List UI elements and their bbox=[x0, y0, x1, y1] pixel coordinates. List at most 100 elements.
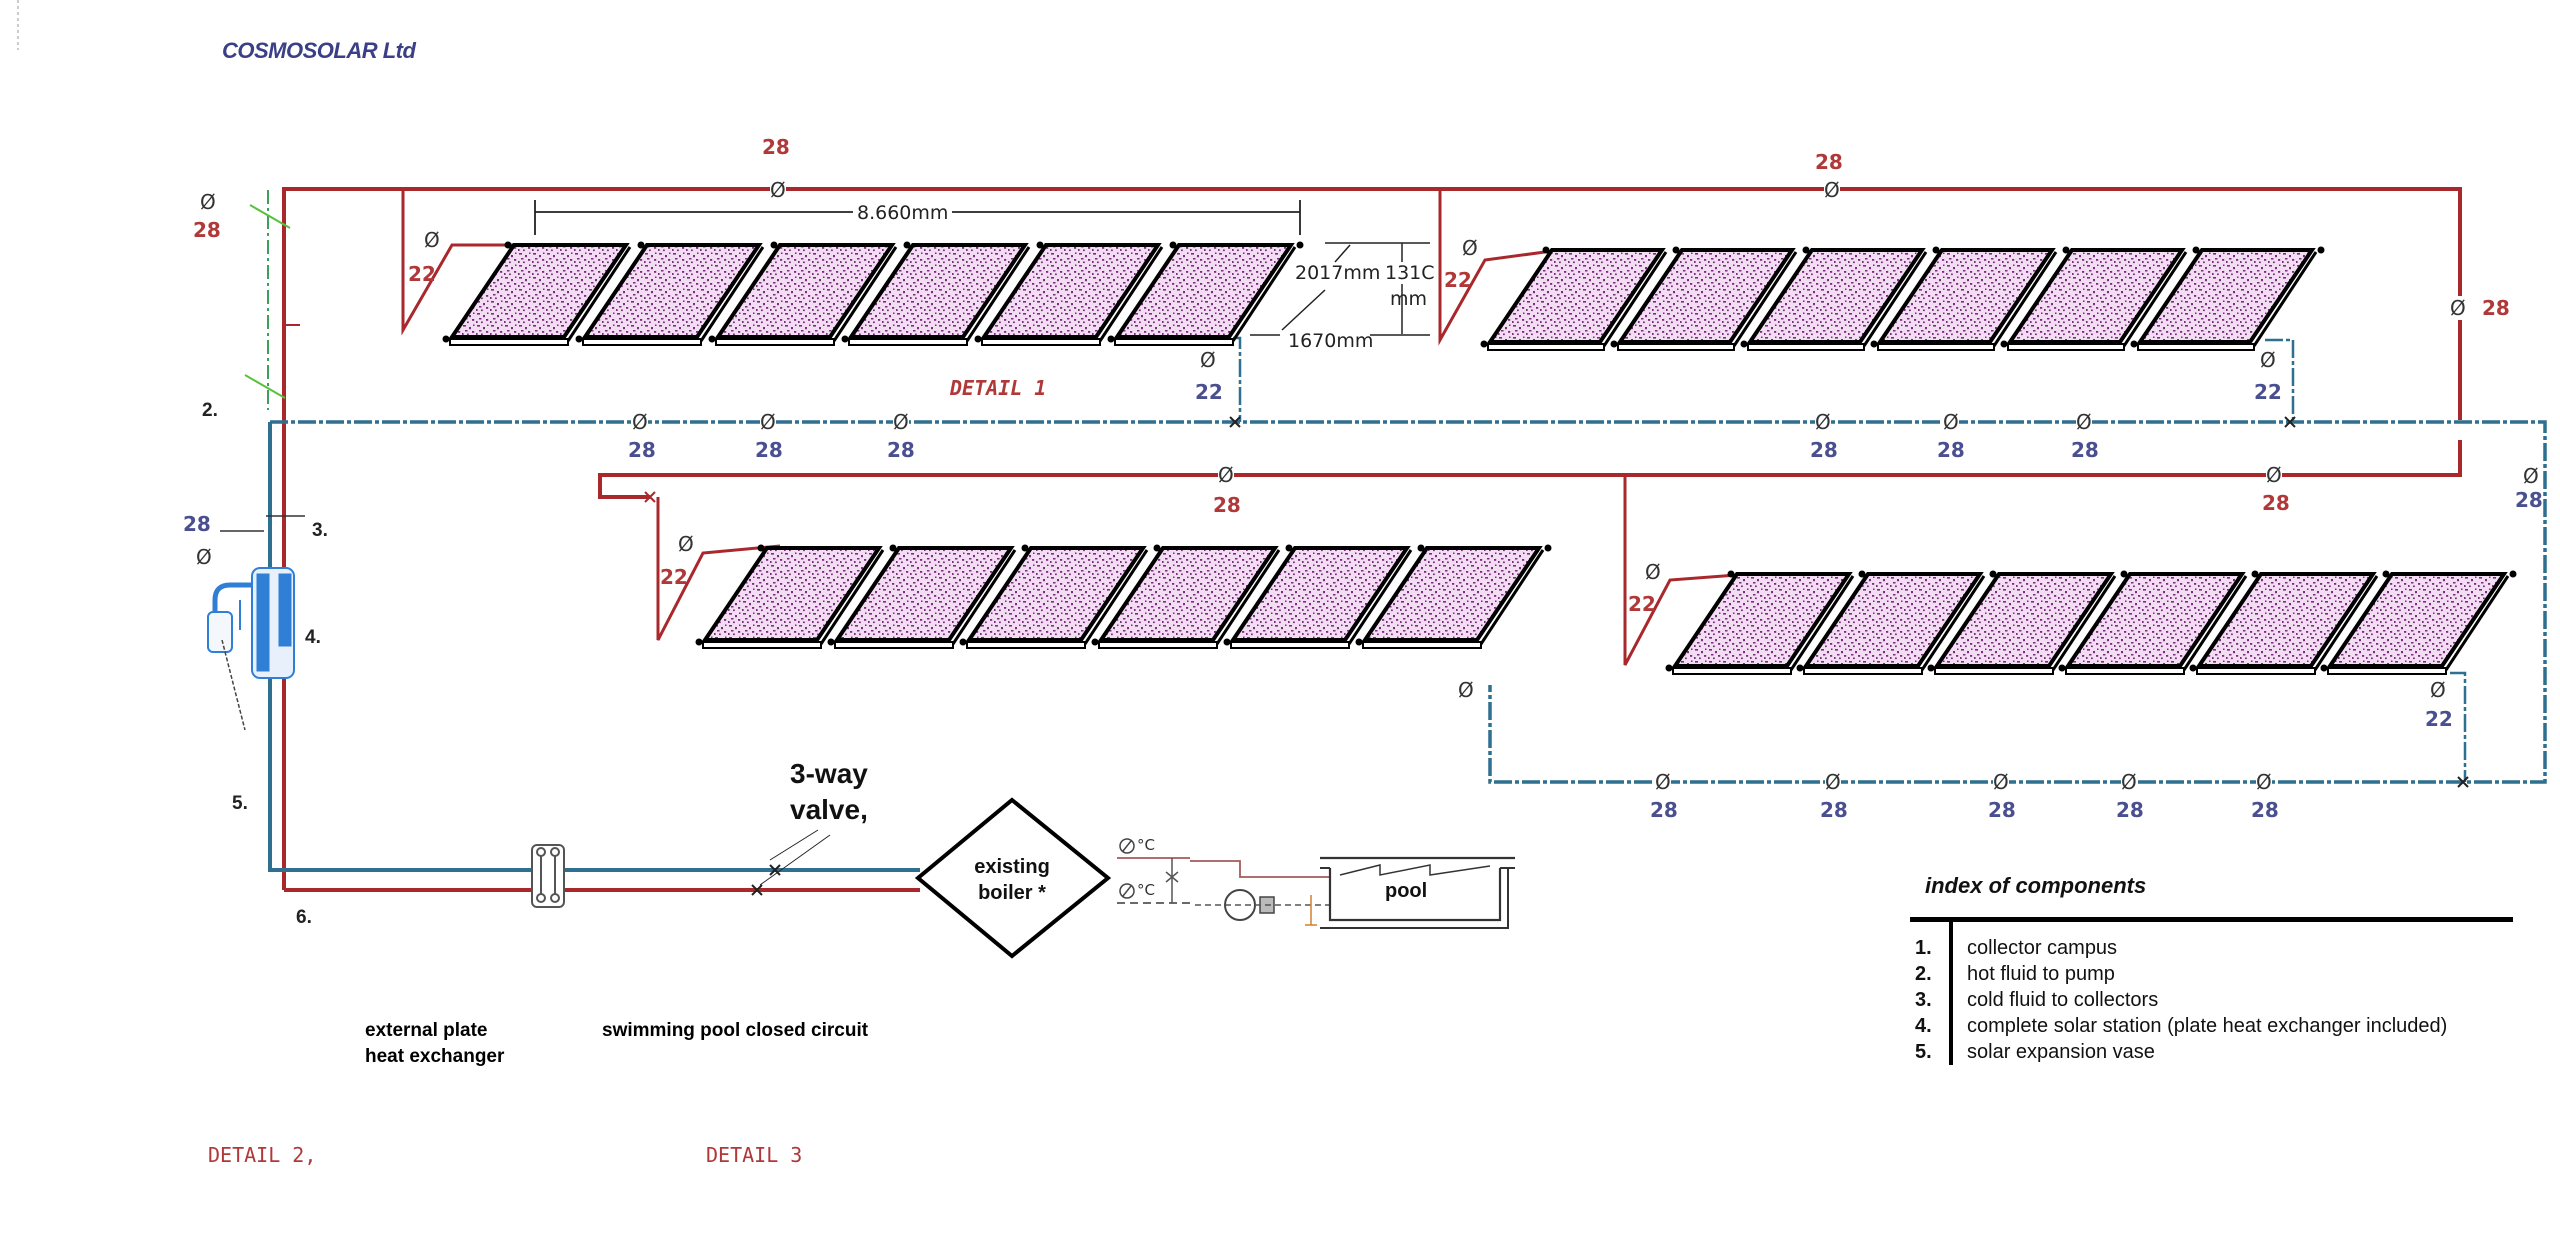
plate-heat-exchanger-icon bbox=[531, 844, 565, 908]
panel-edge bbox=[2182, 575, 2248, 671]
collector-array-bottom-right bbox=[1665, 570, 2517, 675]
pipe-label-mid-red-left: 28 bbox=[1213, 493, 1241, 517]
panel-edge bbox=[1732, 251, 1798, 347]
panel-connector bbox=[1802, 246, 1810, 254]
panel-base-rail bbox=[582, 338, 702, 346]
pipe-label-blue-top: 28 bbox=[1937, 438, 1965, 462]
company-name: COSMOSOLAR Ltd bbox=[222, 38, 416, 63]
pipe-label-branch-bottom-right: 22 bbox=[1628, 592, 1656, 616]
index-list: 1.collector campus 2.hot fluid to pump 3… bbox=[1915, 935, 2447, 1065]
pipe-label-right-riser: 28 bbox=[2482, 296, 2510, 320]
panel-connector bbox=[1932, 246, 1940, 254]
panel-connector bbox=[708, 335, 716, 343]
panel-connector bbox=[2317, 246, 2325, 254]
pipe-label-top-left-main: 28 bbox=[762, 135, 790, 159]
diameter-symbol: Ø bbox=[2266, 463, 2282, 487]
expansion-vase-icon bbox=[207, 611, 233, 653]
panel-connector bbox=[1858, 570, 1866, 578]
callout-line-5 bbox=[221, 639, 246, 731]
pipe-label-blue-bottom: 28 bbox=[1650, 798, 1678, 822]
valves bbox=[644, 416, 2469, 788]
panel-connector bbox=[1740, 340, 1748, 348]
collector-array-top-right bbox=[1480, 246, 2325, 351]
solar-collector-panel bbox=[1361, 546, 1543, 642]
pipe-label-blue-top: 28 bbox=[887, 438, 915, 462]
panel-connector bbox=[1727, 570, 1735, 578]
detail-3-label: DETAIL 3 bbox=[706, 1143, 803, 1167]
panel-base-rail bbox=[966, 641, 1086, 649]
panel-connector bbox=[1480, 340, 1488, 348]
panel-edge bbox=[1479, 549, 1545, 645]
pipe-label-return-bottom-right: 22 bbox=[2425, 707, 2453, 731]
panel-connector bbox=[1610, 340, 1618, 348]
diameter-symbol: Ø bbox=[2450, 296, 2466, 320]
solar-collector-panel bbox=[2006, 248, 2186, 344]
panel-connector bbox=[1223, 638, 1231, 646]
pipe-label-blue-bottom: 28 bbox=[2116, 798, 2144, 822]
panel-connector bbox=[2062, 246, 2070, 254]
index-item: 3.cold fluid to collectors bbox=[1915, 987, 2447, 1013]
index-item-num: 2. bbox=[1915, 962, 1932, 985]
diameter-symbol: Ø bbox=[760, 410, 776, 434]
cold-main bbox=[270, 420, 2547, 784]
panel-connector bbox=[2509, 570, 2517, 578]
panel-edge bbox=[819, 549, 885, 645]
panel-connector bbox=[2189, 664, 2197, 672]
panel-base-rail bbox=[1934, 667, 2054, 675]
pipe-label-blue-bottom: 28 bbox=[2251, 798, 2279, 822]
panel-base-rail bbox=[2327, 667, 2447, 675]
panel-connector bbox=[1153, 544, 1161, 552]
panel-connector bbox=[442, 335, 450, 343]
panel-base-rail bbox=[1803, 667, 1923, 675]
dimension-panel-height-unit: mm bbox=[1390, 288, 1428, 310]
pipe-label-blue-top: 28 bbox=[628, 438, 656, 462]
index-item-text: collector campus bbox=[1967, 936, 2118, 959]
diameter-symbol: Ø bbox=[1943, 410, 1959, 434]
solar-collector-panel bbox=[1746, 248, 1926, 344]
solar-collector-panel bbox=[2326, 572, 2508, 668]
panel-connector bbox=[770, 241, 778, 249]
diameter-symbol: Ø bbox=[200, 190, 216, 214]
panel-connector bbox=[2251, 570, 2259, 578]
index-item-text: cold fluid to collectors bbox=[1967, 988, 2159, 1011]
pipe-label-top-right-main: 28 bbox=[1815, 150, 1843, 174]
three-way-valve-line1: 3-way bbox=[790, 758, 868, 789]
diameter-symbol: Ø bbox=[1815, 410, 1831, 434]
panel-connector bbox=[827, 638, 835, 646]
panel-edge bbox=[2122, 251, 2188, 347]
valve-icon bbox=[1229, 416, 1241, 428]
detail-1-label: DETAIL 1 bbox=[950, 376, 1047, 400]
index-item: 2.hot fluid to pump bbox=[1915, 961, 2447, 987]
panel-connector bbox=[1091, 638, 1099, 646]
panel-connector bbox=[1544, 544, 1552, 552]
index-item: 4.complete solar station (plate heat exc… bbox=[1915, 1013, 2447, 1039]
boiler-line2: boiler * bbox=[978, 882, 1046, 904]
panel-connector bbox=[1021, 544, 1029, 552]
boiler-diamond bbox=[914, 797, 1112, 959]
panel-connector bbox=[1036, 241, 1044, 249]
panel-base-rail bbox=[2065, 667, 2185, 675]
pipe-label-mid-red-right: 28 bbox=[2262, 491, 2290, 515]
panel-base-rail bbox=[2137, 343, 2255, 351]
index-title: index of components bbox=[1925, 873, 2147, 898]
valve-icon bbox=[2457, 776, 2469, 788]
temperature-unit: °C bbox=[1137, 881, 1155, 899]
panel-connector bbox=[959, 638, 967, 646]
panel-edge bbox=[566, 246, 632, 342]
index-item-num: 4. bbox=[1915, 1014, 1932, 1037]
panel-connector bbox=[2192, 246, 2200, 254]
panel-base-rail bbox=[848, 338, 968, 346]
heat-exchanger-line2: heat exchanger bbox=[365, 1046, 505, 1067]
index-vertical-rule bbox=[1949, 917, 1953, 1065]
panel-connector bbox=[903, 241, 911, 249]
temperature-unit: °C bbox=[1137, 836, 1155, 854]
panel-connector bbox=[1285, 544, 1293, 552]
pipe-label-blue-right: 28 bbox=[2515, 488, 2543, 512]
panel-connector bbox=[1542, 246, 1550, 254]
panel-base-rail bbox=[2196, 667, 2316, 675]
solar-collector-panel bbox=[581, 243, 763, 339]
callout-6: 6. bbox=[296, 907, 312, 928]
pipe-label-blue-bottom: 28 bbox=[1988, 798, 2016, 822]
cold-return-bottom-right bbox=[2450, 671, 2467, 782]
diameter-symbol: Ø bbox=[2076, 410, 2092, 434]
